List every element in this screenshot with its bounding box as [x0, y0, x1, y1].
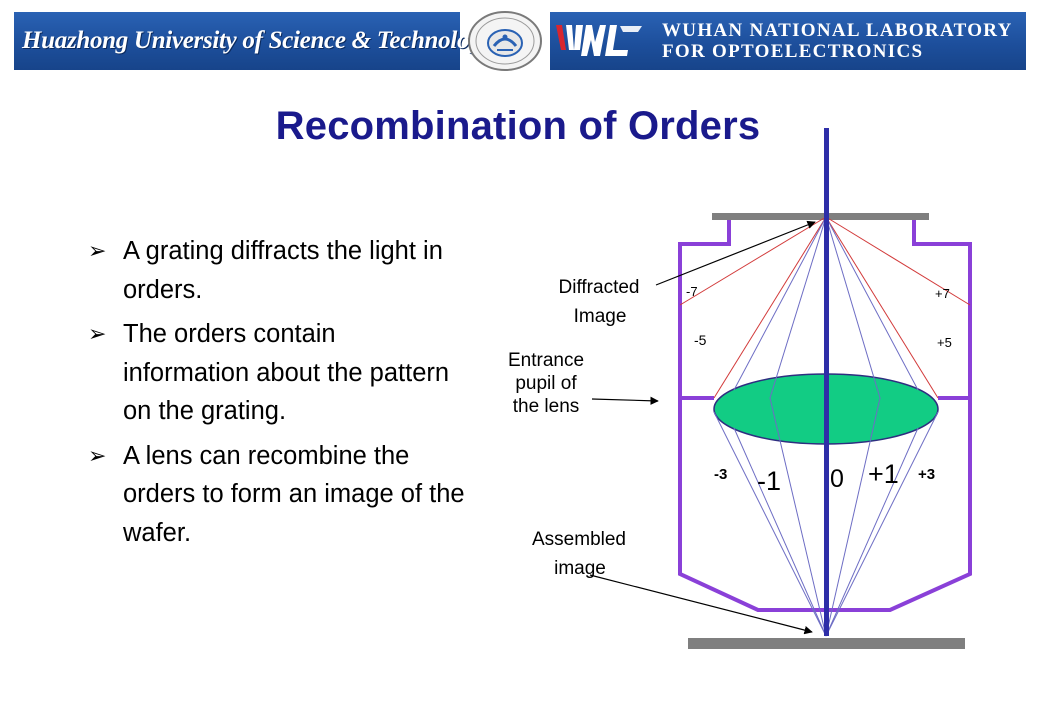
ray-plus-1 — [825, 216, 881, 399]
order-label: +3 — [918, 466, 935, 483]
ray-plus-3 — [825, 216, 919, 391]
ray-plus-7 — [825, 216, 971, 306]
ray-plus-3-image — [825, 427, 919, 637]
university-banner: Huazhong University of Science & Technol… — [14, 12, 493, 70]
bullet-item: ➢ The orders contain information about t… — [88, 315, 468, 431]
order-label: +5 — [937, 335, 952, 350]
diffracted-image-pointer — [655, 220, 816, 286]
entrance-pupil-pointer — [591, 396, 659, 405]
lab-name: WUHAN NATIONAL LABORATORY FOR OPTOELECTR… — [662, 20, 1013, 62]
order-label: -7 — [686, 284, 698, 299]
ray-plus-5 — [825, 216, 939, 399]
order-label: -1 — [757, 466, 781, 496]
lab-name-line1: WUHAN NATIONAL LABORATORY — [662, 20, 1013, 41]
diffraction-rays — [679, 216, 971, 637]
ray-minus-5-image — [713, 411, 827, 637]
assembled-image-label: Assembled — [532, 529, 626, 550]
optical-axis — [824, 128, 829, 636]
assembled-image-label: image — [554, 558, 606, 579]
bullet-item: ➢ A grating diffracts the light in order… — [88, 232, 468, 309]
lab-name-line2: FOR OPTOELECTRONICS — [662, 41, 924, 62]
order-label: -3 — [714, 466, 727, 483]
ray-minus-3 — [733, 216, 827, 391]
arrow-bullet-icon: ➢ — [88, 321, 107, 346]
arrow-bullet-icon: ➢ — [88, 238, 107, 263]
arrow-bullet-icon: ➢ — [88, 442, 107, 468]
ray-minus-1-image — [769, 397, 827, 637]
slide-title: Recombination of Orders — [275, 104, 761, 148]
grating-plate — [712, 213, 929, 220]
wafer-plate — [688, 638, 965, 649]
ray-minus-7 — [679, 216, 827, 306]
ray-minus-5 — [713, 216, 827, 399]
bullet-item: ➢ A lens can recombine the orders to for… — [88, 437, 468, 553]
order-label: 0 — [830, 465, 844, 493]
diffracted-image-label: Diffracted — [559, 277, 640, 298]
entrance-pupil-label: Entrance — [508, 350, 584, 371]
ray-plus-5-image — [825, 411, 939, 637]
order-label: +1 — [868, 459, 899, 489]
bullet-list: ➢ A grating diffracts the light in order… — [88, 232, 468, 558]
diffracted-image-label: Image — [574, 306, 627, 327]
university-name: Huazhong University of Science & Technol… — [22, 27, 493, 54]
bullet-text: A lens can recombine the orders to form … — [123, 441, 465, 547]
entrance-pupil-label: pupil of — [515, 373, 577, 394]
bullet-text: A grating diffracts the light in orders. — [123, 237, 443, 304]
wnl-logo-icon — [556, 25, 642, 56]
bullet-text: The orders contain information about the… — [123, 320, 450, 425]
order-label: +7 — [935, 286, 950, 301]
lab-banner: WUHAN NATIONAL LABORATORY FOR OPTOELECTR… — [550, 12, 1026, 70]
ray-minus-3-image — [733, 427, 827, 637]
ray-plus-1-image — [825, 397, 881, 637]
university-seal-icon — [468, 11, 542, 71]
assembled-image-pointer — [589, 574, 813, 635]
ray-minus-1 — [769, 216, 827, 399]
order-label: -5 — [694, 332, 707, 348]
entrance-pupil-label: the lens — [513, 396, 580, 417]
